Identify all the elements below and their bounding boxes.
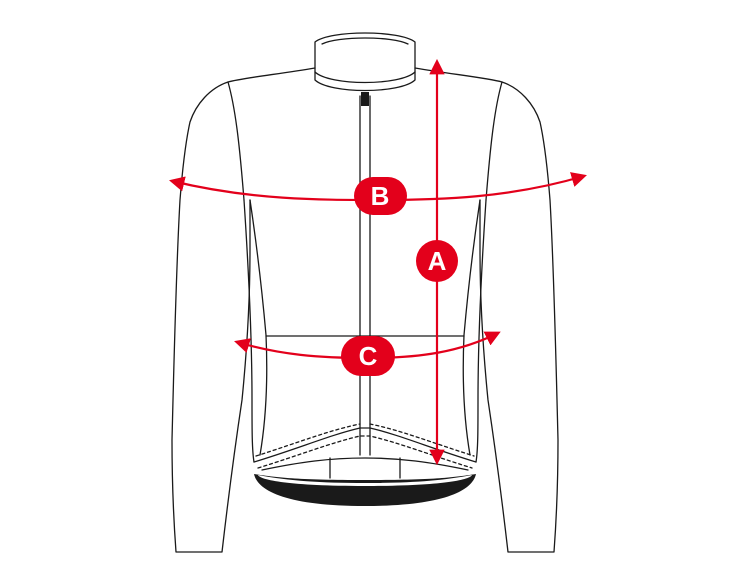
measurement-c-label: C — [359, 341, 378, 371]
zipper-pull — [361, 92, 369, 106]
measurement-c: C — [234, 331, 501, 376]
jersey-outline — [171, 32, 559, 553]
hem-stitch-1 — [255, 423, 361, 457]
measurement-b-label: B — [371, 181, 390, 211]
measurement-a-label: A — [428, 246, 447, 276]
right-raglan-seam — [485, 81, 503, 201]
measurement-c-marker — [341, 336, 395, 376]
collar-seam — [314, 71, 416, 84]
left-body-side — [243, 199, 255, 463]
measurement-b: B — [169, 172, 587, 215]
collar-inner — [321, 37, 409, 45]
measurement-a: A — [416, 58, 458, 466]
hem-stitch-2 — [369, 423, 475, 457]
measurement-a-marker — [416, 240, 458, 282]
right-body-side — [475, 199, 487, 463]
back-hem-band-highlight — [258, 475, 472, 486]
back-hem-band — [254, 474, 476, 506]
measurement-b-marker — [354, 177, 407, 215]
left-sleeve — [171, 67, 316, 553]
hem-upper-edge — [253, 427, 477, 463]
right-sleeve — [414, 67, 559, 553]
left-raglan-seam — [227, 81, 245, 201]
collar-outer — [314, 32, 416, 92]
hem-stitch-3 — [257, 435, 473, 469]
